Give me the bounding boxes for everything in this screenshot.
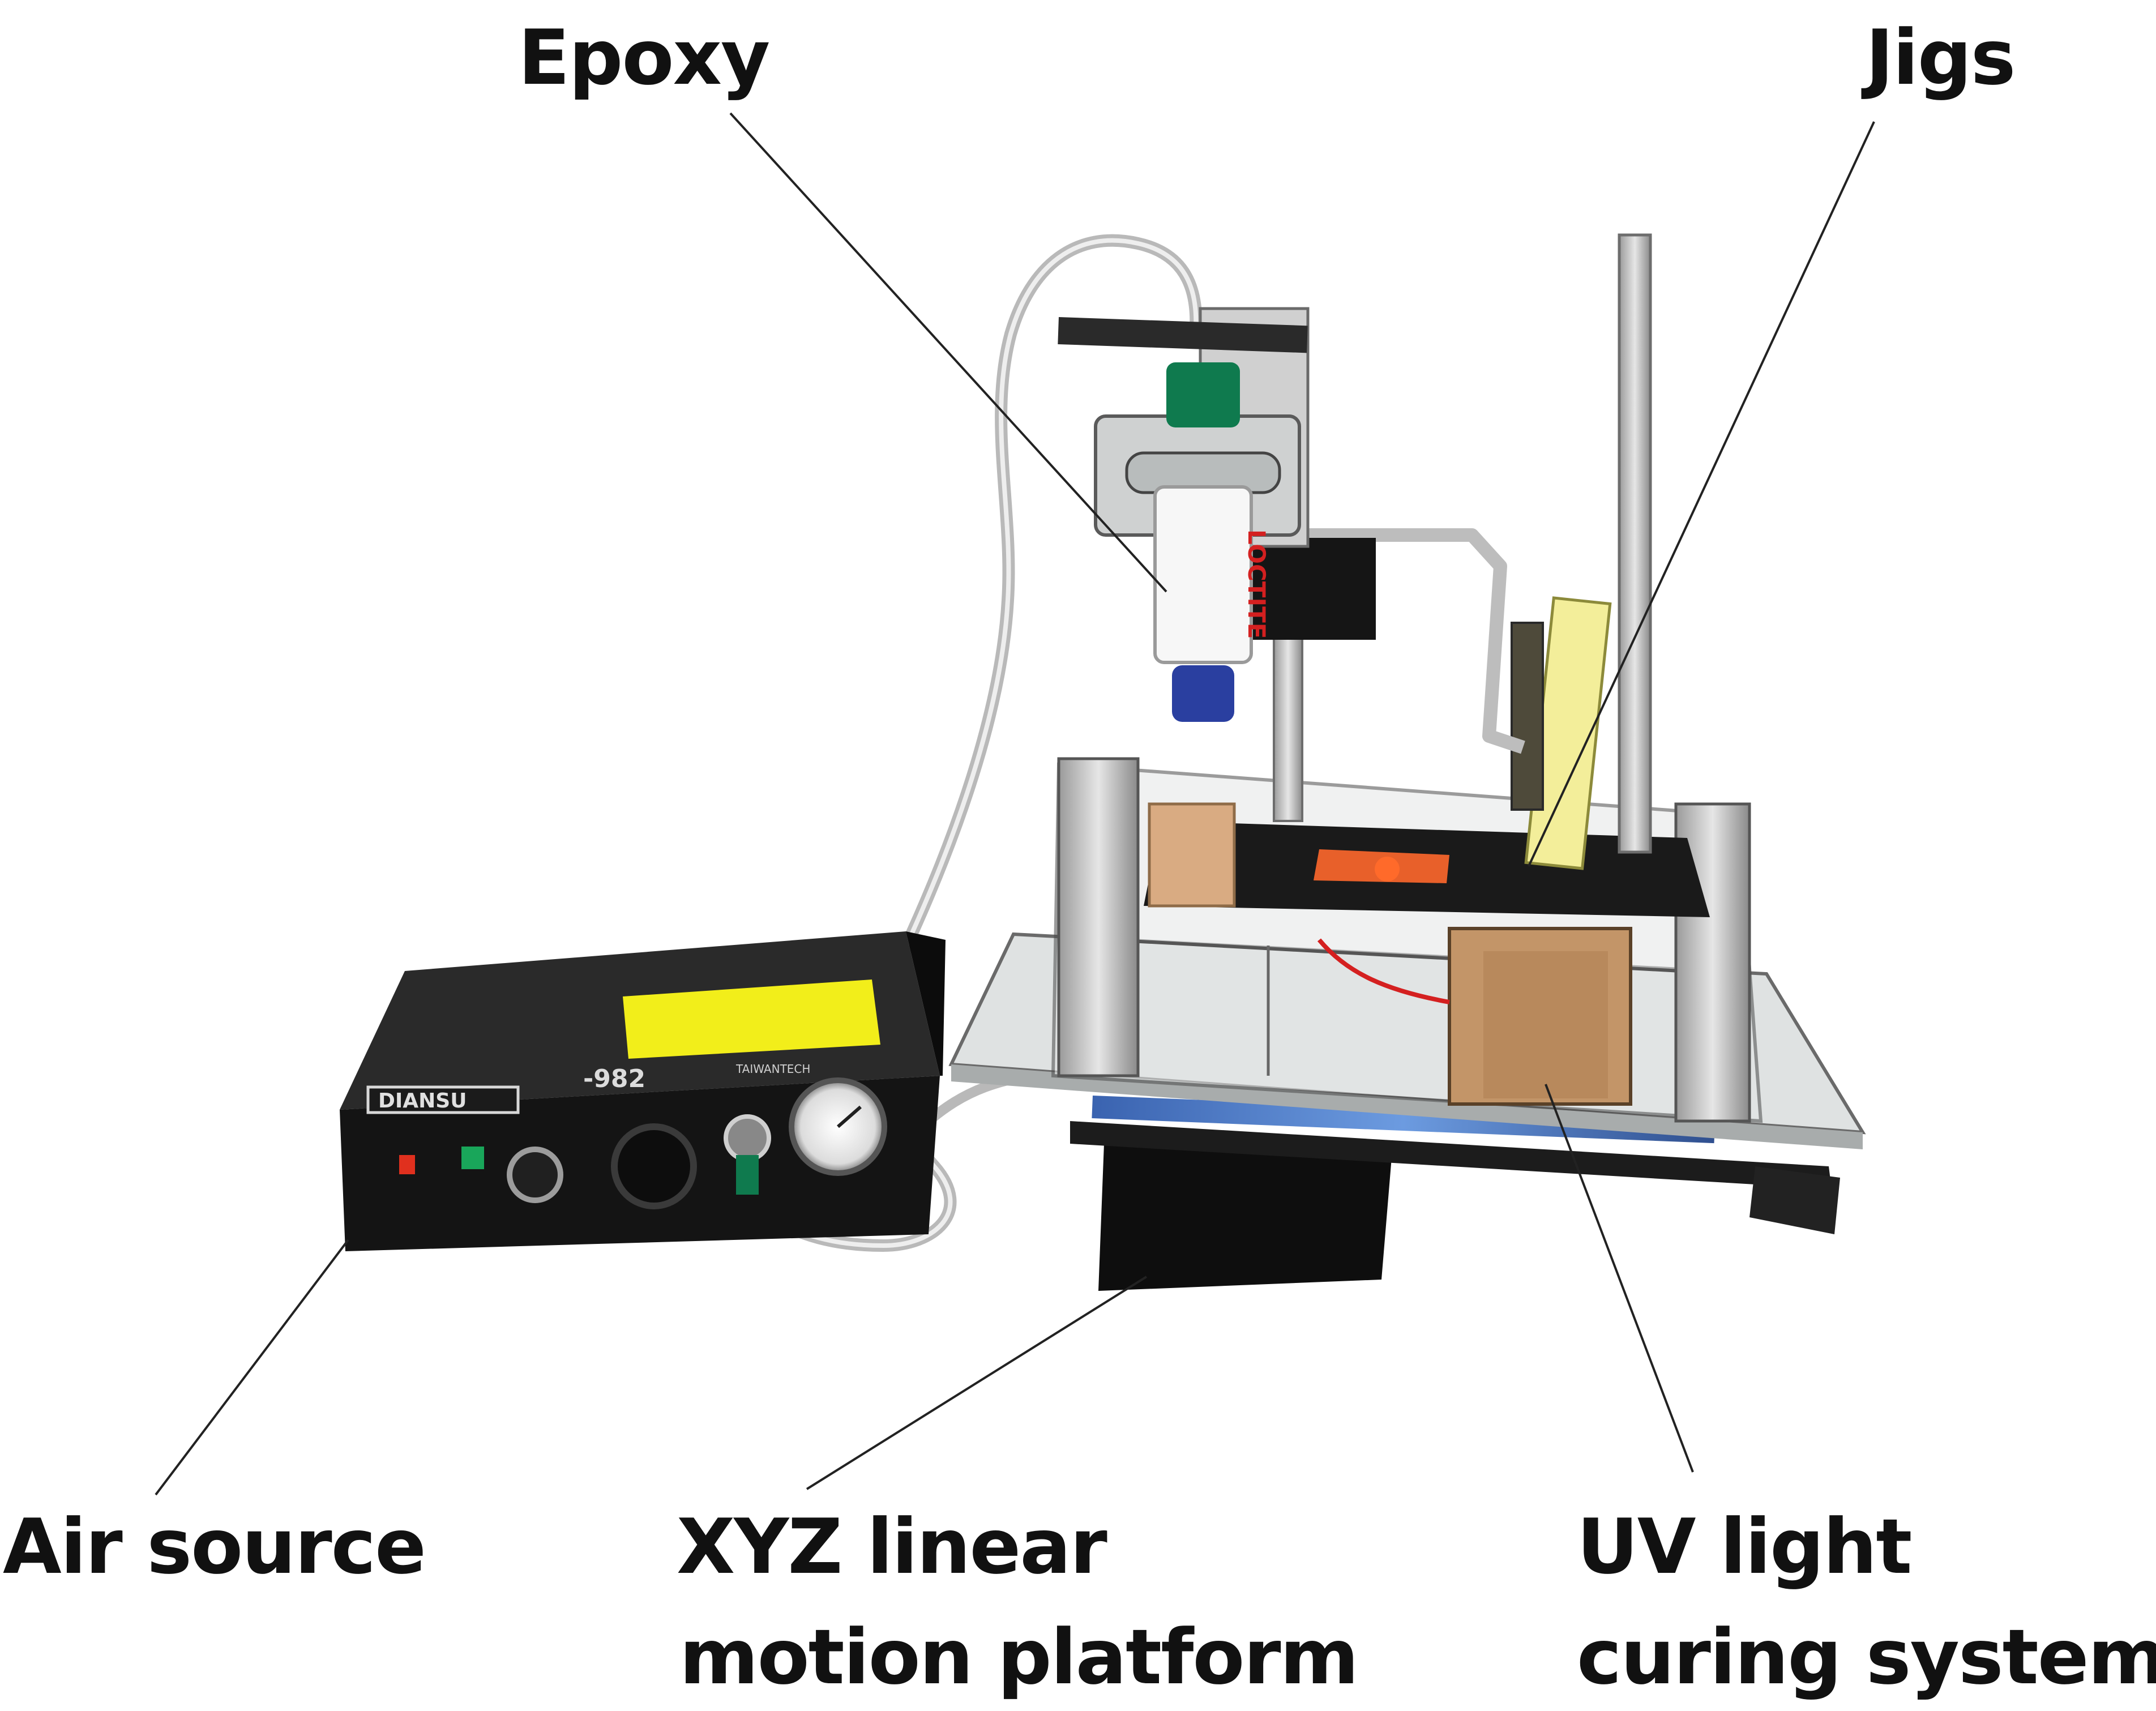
brand-text: DIANSU [378,1089,467,1113]
xyz-platform-label-line2: motion platform [679,1613,1359,1701]
brand-plate [366,1085,520,1114]
leader-lines [155,112,1875,1496]
epoxy-dispenser: LOCTITE [1058,317,1308,722]
pressure-knob-icon [611,1123,697,1209]
top-bar [1058,317,1308,353]
epoxy-leader [729,112,1167,593]
xyz-platform-base [1070,1121,1840,1291]
model-text: -982 [583,1064,645,1093]
led-icon [1375,857,1400,882]
vertical-rod [1618,233,1652,854]
air-source-label: Air source [3,1503,426,1591]
jigs-label: Jigs [1866,14,2016,102]
epoxy-cartridge [1153,485,1253,664]
stepper-motor [1240,538,1376,640]
green-adapter [1166,362,1240,427]
green-fitting-icon [736,1155,759,1195]
jigs-leader [1528,121,1875,867]
air-source-controller: DIANSU -982 TAIWANTECH [340,931,946,1251]
air-source-leader [155,1239,349,1496]
cartridge-text: LOCTITE [1243,529,1270,639]
epoxy-label: Epoxy [518,14,770,102]
jig-clamp [1483,951,1608,1098]
maker-text: TAIWANTECH [735,1062,810,1076]
yellow-label [623,979,880,1059]
power-led-icon [399,1155,415,1174]
blue-nozzle [1172,665,1234,722]
uv-light-bar [1092,1095,1716,1144]
vacuum-fitting-icon [724,1114,771,1162]
uv-curing-label-line2: curing system [1577,1613,2156,1701]
uv-curing-label-line1: UV light [1577,1503,1912,1591]
left-post [1057,757,1140,1077]
xyz-platform-label-line1: XYZ linear [677,1503,1107,1591]
timer-knob-icon [507,1147,563,1203]
sensor-cylinder [1511,622,1544,811]
enclosure-frame [1051,757,1763,1123]
xyz-leader [806,1276,1148,1490]
uv-leader [1545,1084,1694,1473]
tan-jig-block [1148,802,1236,908]
mode-switch-icon [461,1147,484,1169]
